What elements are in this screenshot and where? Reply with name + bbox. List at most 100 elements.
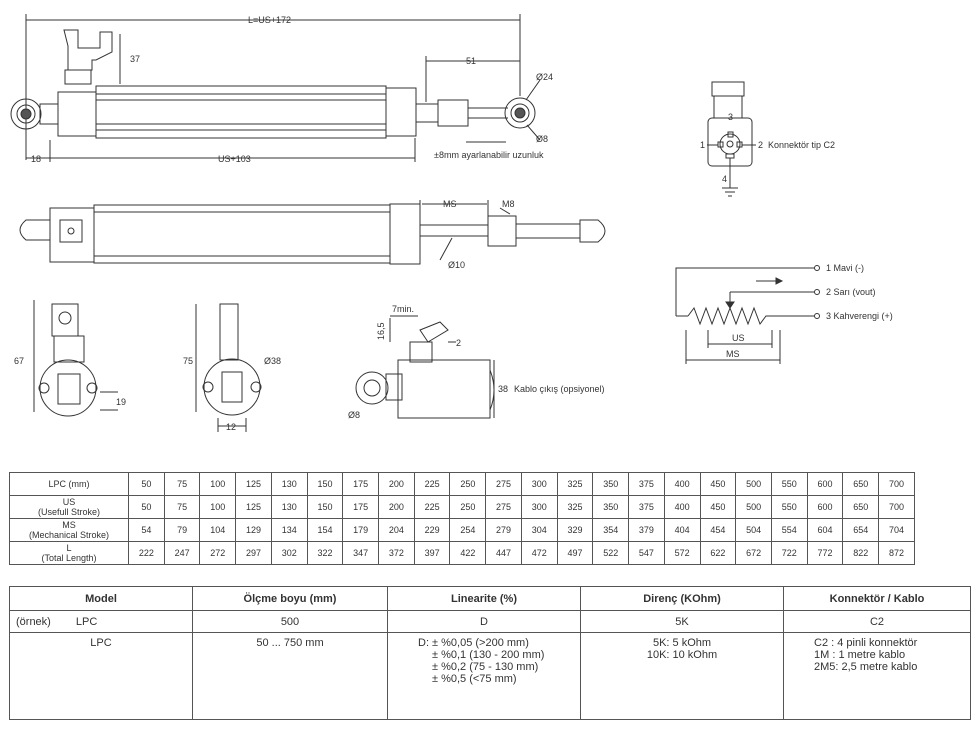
spec-cell: 179 [342,518,380,542]
spec-cell: 200 [378,472,415,496]
col-range: Ölçme boyu (mm) [192,586,388,611]
spec-cell: 700 [878,495,915,519]
spec-cell: 700 [878,472,915,496]
example-prefix: (örnek) [16,615,51,628]
spec-cell: 872 [878,541,915,565]
spec-cell: 497 [556,541,594,565]
dim-dia38: Ø38 [264,356,281,366]
spec-cell: 75 [163,495,201,519]
schem-us: US [732,333,745,343]
cable-view [355,315,495,419]
spec-cell: 100 [199,472,237,496]
spec-cell: 104 [199,518,237,542]
dim-18: 18 [31,154,41,164]
spec-cell: 175 [342,472,380,496]
schem-ms: MS [726,349,740,359]
spec-cell: 200 [378,495,415,519]
spec-cell: 354 [592,518,630,542]
spec-cell: 397 [413,541,451,565]
spec-cell: 300 [520,495,558,519]
spec-cell: 154 [306,518,344,542]
spec-cell: 225 [413,495,451,519]
spec-row-header: US(Usefull Stroke) [9,495,129,519]
spec-cell: 500 [735,495,772,519]
spec-cell: 150 [306,472,344,496]
wire-3-label: 3 Kahverengi (+) [826,311,893,321]
spec-cell: 472 [520,541,558,565]
spec-cell: 229 [413,518,451,542]
example-res: 5K [580,610,784,633]
spec-cell: 400 [663,472,701,496]
spec-cell: 450 [699,495,737,519]
dim-overall-length: L=US+172 [248,15,291,25]
spec-cell: 247 [163,541,201,565]
spec-cell: 297 [235,541,272,565]
pin-2-label: 2 [758,140,763,150]
dim-us103: US+103 [218,154,251,164]
spec-cell: 400 [663,495,701,519]
res-option: 10K: 10 kOhm [646,649,718,661]
spec-cell: 375 [628,472,665,496]
options-model: LPC [9,632,193,720]
spec-cell: 79 [163,518,201,542]
spec-row-title: US [62,497,76,507]
spec-cell: 672 [735,541,772,565]
lin-option: D: ± %0,05 (>200 mm) [418,637,529,649]
example-lin: D [387,610,581,633]
cable-note: Kablo çıkış (opsiyonel) [514,384,605,394]
col-connector: Konnektör / Kablo [783,586,971,611]
spec-cell: 275 [485,472,522,496]
spec-cell: 350 [592,495,630,519]
example-model-cell: (örnek) LPC [9,610,193,633]
spec-cell: 130 [270,472,308,496]
wire-1-label: 1 Mavi (-) [826,263,864,273]
pin-4-label: 4 [722,174,727,184]
spec-cell: 600 [806,495,844,519]
pin-3-label: 3 [728,112,733,122]
spec-cell: 225 [413,472,451,496]
lin-option: ± %0,1 (130 - 200 mm) [432,649,545,661]
conn-option: C2 : 4 pinli konnektör [814,637,918,649]
spec-cell: 50 [128,495,165,519]
spec-cell: 150 [306,495,344,519]
dim-19: 19 [116,397,126,407]
end-view-a [33,300,118,417]
spec-cell: 604 [806,518,844,542]
spec-cell: 704 [878,518,915,542]
options-lin: D: ± %0,05 (>200 mm) ± %0,1 (130 - 200 m… [387,632,581,720]
spec-cell: 304 [520,518,558,542]
spec-cell: 454 [699,518,737,542]
spec-cell: 447 [485,541,522,565]
example-range: 500 [192,610,388,633]
spec-cell: 550 [770,495,808,519]
spec-cell: 222 [128,541,165,565]
ordering-table: Model Ölçme boyu (mm) Linearite (%) Dire… [9,586,971,720]
technical-drawing: L=US+172 37 51 Ø24 Ø8 18 US+103 ±8mm aya… [10,14,893,432]
spec-cell: 134 [270,518,308,542]
dim-16-5: 16,5 [376,322,386,340]
spec-cell: 130 [270,495,308,519]
spec-cell: 204 [378,518,415,542]
spec-cell: 650 [842,472,880,496]
spec-cell: 250 [449,472,487,496]
potentiometer-schematic [675,265,820,364]
spec-cell: 404 [663,518,701,542]
spec-cell: 379 [628,518,665,542]
spec-cell: 622 [699,541,737,565]
spec-cell: 125 [235,472,272,496]
spec-cell: 129 [235,518,272,542]
spec-cell: 504 [735,518,772,542]
top-view [10,14,541,162]
spec-cell: 272 [199,541,237,565]
dim-dia10: Ø10 [448,260,465,270]
dim-67: 67 [14,356,24,366]
spec-cell: 279 [485,518,522,542]
ordering-header-row: Model Ölçme boyu (mm) Linearite (%) Dire… [9,586,971,611]
spec-cell: 375 [628,495,665,519]
spec-cell: 372 [378,541,415,565]
example-model: LPC [75,615,98,628]
spec-cell: 329 [556,518,594,542]
spec-cell: 75 [163,472,201,496]
